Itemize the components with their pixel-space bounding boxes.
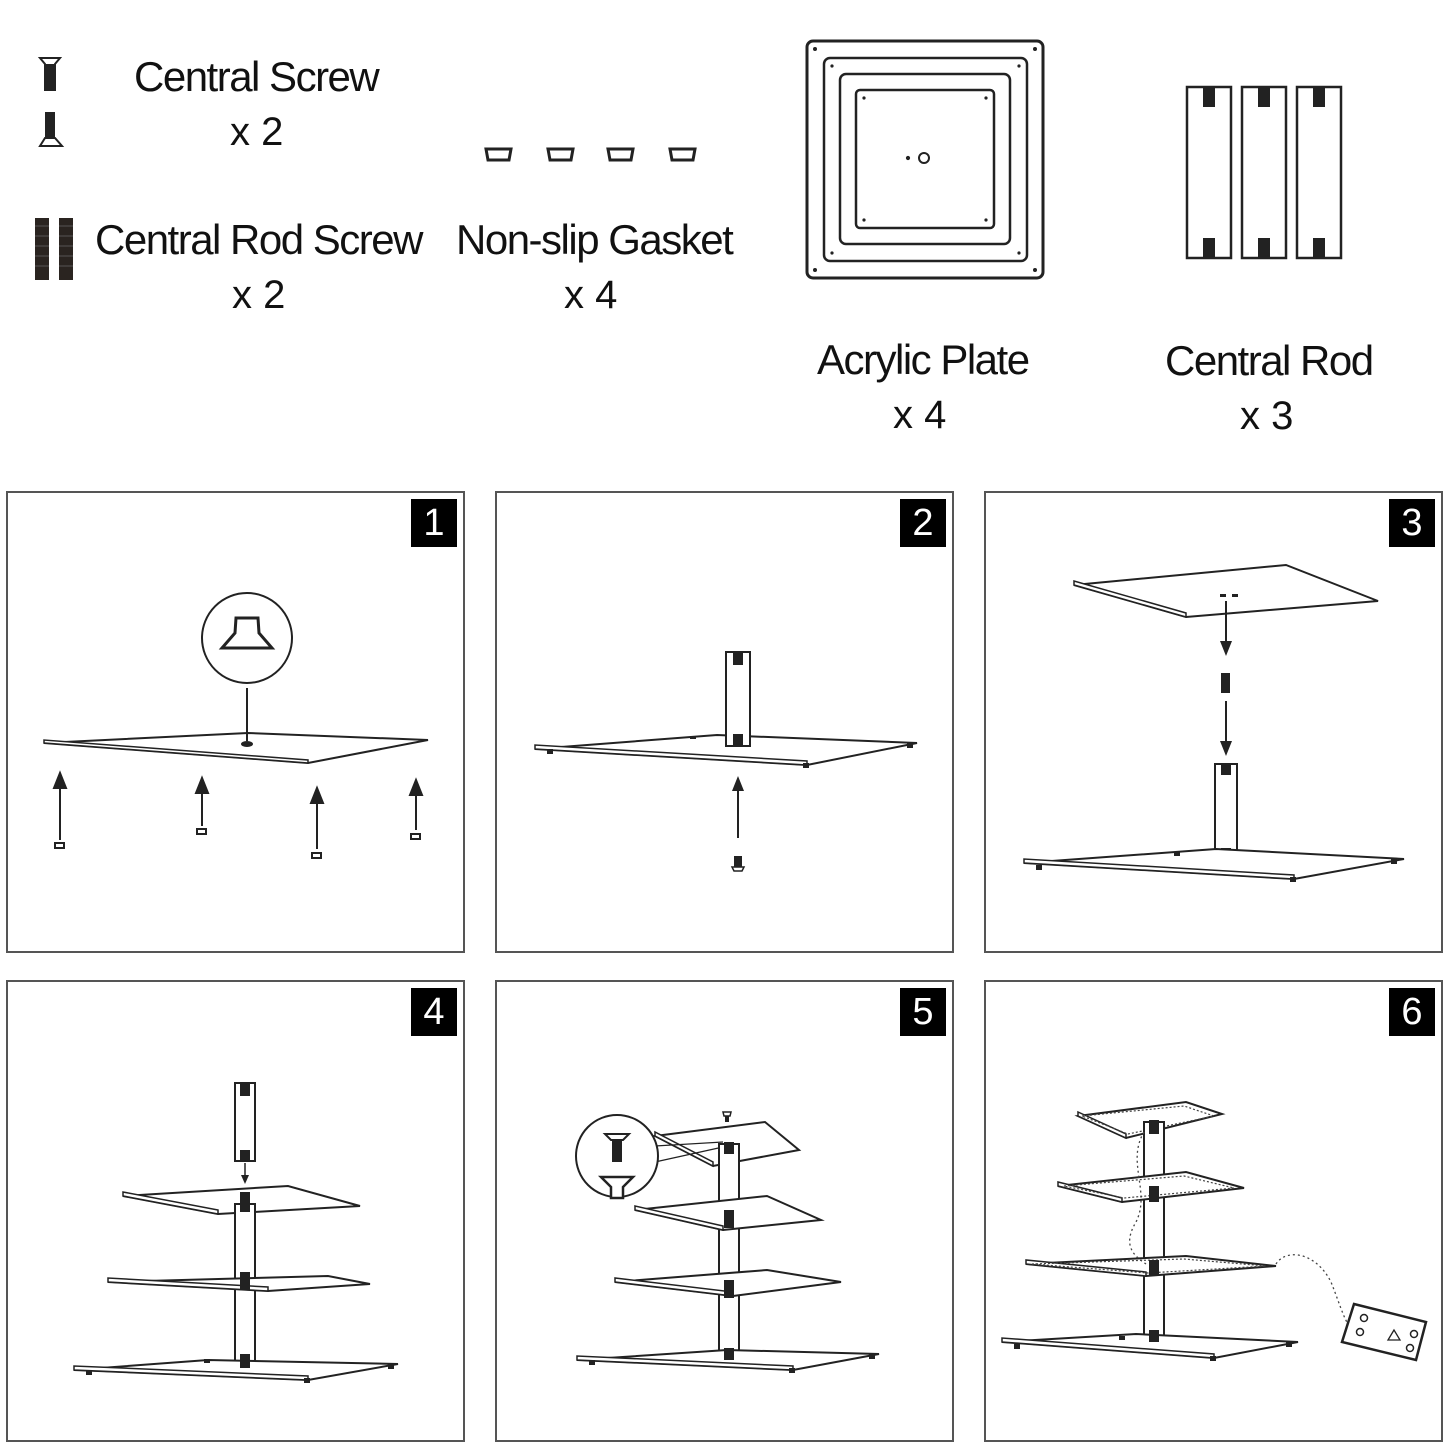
central-screw-icon <box>37 57 65 147</box>
step-4-number: 4 <box>411 988 457 1036</box>
step-1-panel: 1 <box>6 491 465 953</box>
step-1-drawing <box>43 592 429 859</box>
step-2-drawing <box>534 651 918 872</box>
step-5-panel: 5 <box>495 980 954 1442</box>
acrylic-plate-icon <box>805 39 1045 280</box>
step-5-number: 5 <box>900 988 946 1036</box>
central-rod-qty: x 3 <box>1240 394 1294 438</box>
step-3-drawing <box>1023 563 1405 882</box>
central-rod-screw-icon <box>35 218 73 280</box>
central-rod-screw-label: Central Rod Screw <box>95 216 423 263</box>
non-slip-gasket-qty: x 4 <box>564 273 618 317</box>
step-2-number: 2 <box>900 499 946 547</box>
step-2-panel: 2 <box>495 491 954 953</box>
acrylic-plate-label: Acrylic Plate <box>817 336 1030 383</box>
step-3-number: 3 <box>1389 499 1435 547</box>
non-slip-gasket-label: Non-slip Gasket <box>456 216 734 263</box>
central-rod-screw-qty: x 2 <box>232 273 286 317</box>
central-screw-qty: x 2 <box>230 110 284 154</box>
step-6-panel: 6 <box>984 980 1443 1442</box>
step-6-number: 6 <box>1389 988 1435 1036</box>
step-6-drawing <box>1001 1100 1428 1362</box>
non-slip-gasket-icon <box>484 147 697 162</box>
central-rod-icon <box>1185 85 1343 260</box>
step-4-panel: 4 <box>6 980 465 1442</box>
step-4-drawing <box>73 1082 399 1383</box>
step-5-drawing <box>575 1111 880 1373</box>
step-3-panel: 3 <box>984 491 1443 953</box>
acrylic-plate-qty: x 4 <box>893 393 947 437</box>
step-1-number: 1 <box>411 499 457 547</box>
parts-drawings <box>35 39 1343 280</box>
central-screw-label: Central Screw <box>134 53 380 100</box>
central-rod-label: Central Rod <box>1165 337 1374 384</box>
